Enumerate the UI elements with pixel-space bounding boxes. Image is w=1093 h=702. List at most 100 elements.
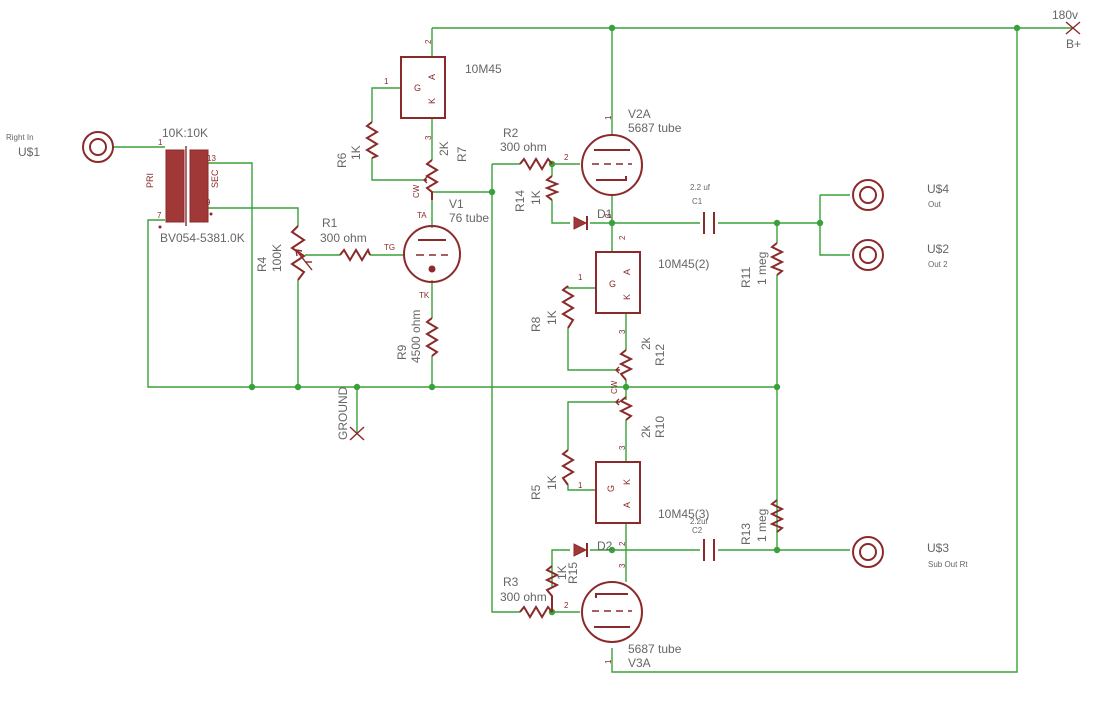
r9-value: 4500 ohm bbox=[409, 310, 423, 363]
out-u4-label: Out bbox=[928, 200, 942, 209]
r7-cw-label: CW bbox=[412, 184, 421, 198]
transformer-pin-9: 9 bbox=[206, 198, 211, 207]
v3a-type: 5687 tube bbox=[628, 642, 682, 656]
out-u2-name: U$2 bbox=[927, 242, 949, 256]
r13-value: 1 meg bbox=[755, 509, 769, 542]
transformer-pri-label: PRI bbox=[145, 173, 155, 188]
ic3-pin-1: 1 bbox=[578, 481, 583, 490]
regulator-3: G K A 1 2 10M45(3) bbox=[578, 461, 709, 546]
r11-value: 1 meg bbox=[755, 252, 769, 285]
v2a-pin-2: 2 bbox=[564, 153, 569, 162]
v2a-name: V2A bbox=[628, 107, 651, 121]
r6-resistor: R6 1K bbox=[335, 121, 380, 168]
r2-name: R2 bbox=[503, 126, 519, 140]
ic2-pin-1: 1 bbox=[578, 273, 583, 282]
ic2-a-label: A bbox=[622, 269, 632, 275]
r7-name: R7 bbox=[455, 146, 469, 162]
r9-resistor: R9 4500 ohm bbox=[395, 310, 439, 363]
ic1-pin-1: 1 bbox=[384, 77, 389, 86]
c2-value: 2.2uf bbox=[690, 517, 709, 526]
r10-name: R10 bbox=[653, 416, 667, 438]
regulator-2: G K A 1 2 3 10M45(2) bbox=[578, 235, 709, 334]
r5-value: 1K bbox=[545, 475, 559, 490]
out-u3-name: U$3 bbox=[927, 541, 949, 555]
r12-name: R12 bbox=[653, 344, 667, 366]
v3a-pin-1: 1 bbox=[604, 659, 613, 664]
ic1-k-label: K bbox=[427, 98, 437, 104]
r12-value: 2k bbox=[639, 336, 653, 350]
r15-value: 1K bbox=[555, 565, 569, 580]
r7-value: 2K bbox=[437, 141, 451, 156]
r14-resistor: R14 1K bbox=[513, 175, 560, 212]
transformer-pin-13: 13 bbox=[207, 154, 216, 163]
r3-resistor: R3 300 ohm bbox=[500, 575, 553, 619]
r6-value: 1K bbox=[349, 145, 363, 160]
ic1-g-label: G bbox=[414, 83, 421, 93]
v2a-pin-3: 3 bbox=[604, 213, 613, 218]
d2-diode: D2 bbox=[573, 539, 613, 557]
r4-potentiometer: R4 100K bbox=[255, 225, 313, 281]
v2a-pin-1: 1 bbox=[604, 115, 613, 120]
r2-resistor: R2 300 ohm bbox=[500, 126, 553, 171]
ic1-pin-3: 3 bbox=[424, 135, 433, 140]
r14-name: R14 bbox=[513, 190, 527, 212]
r12-cw-label: CW bbox=[610, 380, 619, 394]
ground-label: GROUND bbox=[336, 386, 350, 440]
c1-name: C1 bbox=[692, 197, 703, 206]
transformer-part: BV054-5381.0K bbox=[160, 231, 245, 245]
ic3-g-label: G bbox=[606, 485, 616, 492]
ic2-name: 10M45(2) bbox=[658, 257, 709, 271]
r13-name: R13 bbox=[739, 523, 753, 545]
ic1-name: 10M45 bbox=[465, 62, 502, 76]
transformer-sec-label: SEC bbox=[210, 169, 220, 188]
ic2-k-label: K bbox=[622, 294, 632, 300]
r3-name: R3 bbox=[503, 575, 519, 589]
output-jack-u4: U$4 Out bbox=[852, 179, 949, 211]
v3a-name: V3A bbox=[628, 656, 651, 670]
ic3-a-label: A bbox=[622, 502, 632, 508]
v1-pin-tk: TK bbox=[419, 291, 430, 300]
d1-diode: D1 bbox=[573, 207, 613, 230]
r15-name: R15 bbox=[566, 562, 580, 584]
v3a-pin-3: 3 bbox=[618, 563, 627, 568]
input-jack: Right In U$1 bbox=[6, 131, 114, 163]
ic1-pin-2: 2 bbox=[424, 39, 433, 44]
wires bbox=[113, 27, 1073, 673]
ic2-g-label: G bbox=[609, 279, 616, 289]
transformer-pin-1: 1 bbox=[158, 138, 163, 147]
r3-value: 300 ohm bbox=[500, 590, 547, 604]
r8-name: R8 bbox=[529, 316, 543, 332]
r1-value: 300 ohm bbox=[320, 231, 367, 245]
out-u3-label: Sub Out Rt bbox=[928, 560, 968, 569]
r12-trimmer: 2k R12 CW bbox=[610, 336, 667, 394]
supply-voltage-label: 180v bbox=[1052, 8, 1078, 22]
v3a-pin-2: 2 bbox=[564, 601, 569, 610]
d2-name: D2 bbox=[597, 539, 613, 553]
r8-resistor: R8 1K bbox=[529, 285, 575, 332]
ground-symbol: GROUND bbox=[336, 386, 365, 441]
ic3-name: 10M45(3) bbox=[658, 507, 709, 521]
transformer-ratio: 10K:10K bbox=[162, 126, 208, 140]
r15-resistor: R15 1K bbox=[544, 562, 580, 612]
ic1-a-label: A bbox=[427, 74, 437, 80]
c2-capacitor: 2.2uf C2 bbox=[690, 517, 715, 561]
r13-resistor: R13 1 meg bbox=[739, 499, 785, 545]
output-jack-u2: U$2 Out 2 bbox=[852, 239, 949, 271]
r10-value: 2k bbox=[639, 424, 653, 438]
r8-value: 1K bbox=[545, 310, 559, 325]
v1-pin-ta: TA bbox=[417, 211, 427, 220]
c1-capacitor: 2.2 uf C1 bbox=[690, 183, 715, 234]
r1-name: R1 bbox=[322, 216, 338, 230]
ic3-pin-2: 2 bbox=[618, 541, 627, 546]
r2-value: 300 ohm bbox=[500, 140, 547, 154]
r10-pin-3: 3 bbox=[618, 445, 627, 450]
regulator-1: G K A 1 2 3 10M45 bbox=[384, 39, 502, 140]
r1-resistor: R1 300 ohm bbox=[320, 216, 371, 262]
input-title: Right In bbox=[6, 133, 34, 142]
v2a-tube: 1 2 3 V2A 5687 tube bbox=[564, 107, 682, 218]
c1-value: 2.2 uf bbox=[690, 183, 711, 192]
junctions bbox=[248, 24, 1021, 616]
supply-b-plus: 180v B+ bbox=[1052, 8, 1081, 51]
transformer-pin-7: 7 bbox=[157, 211, 162, 220]
